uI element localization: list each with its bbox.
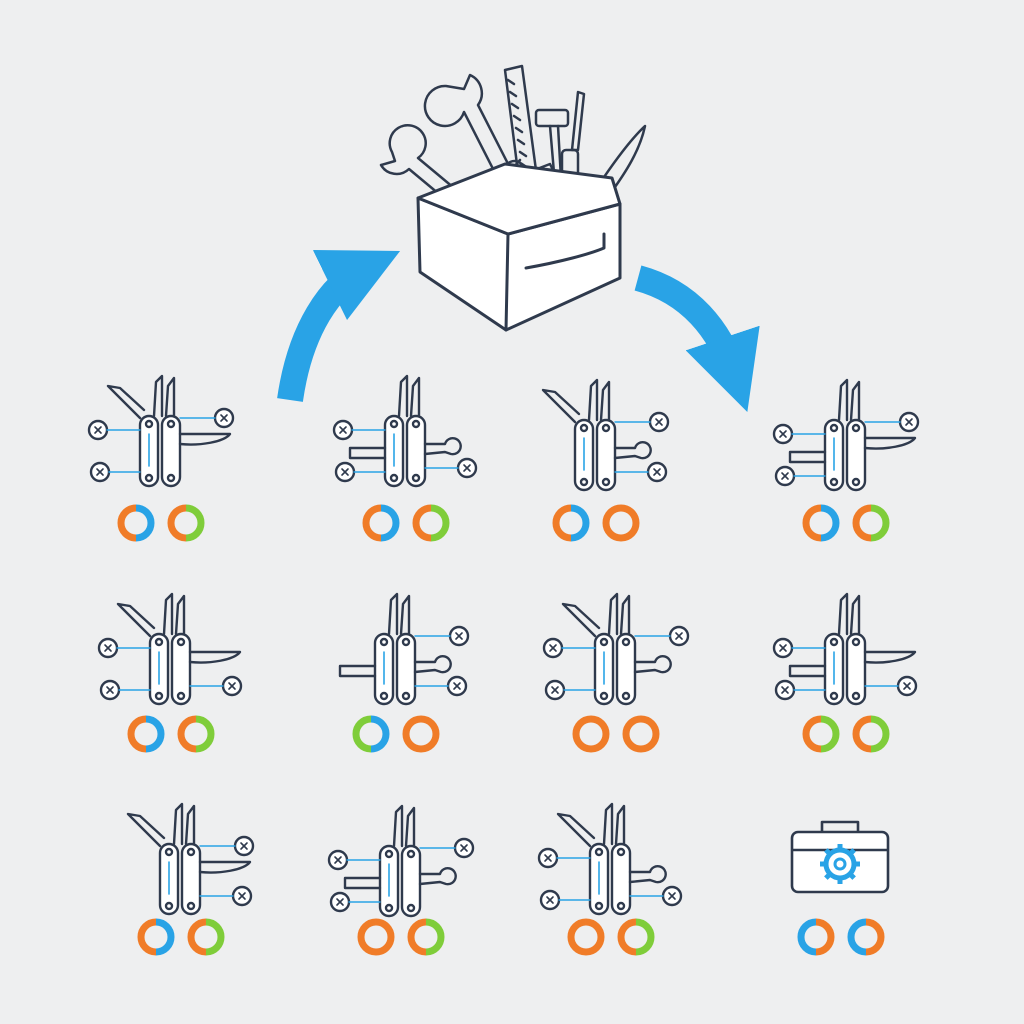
status-ring-segment	[797, 918, 817, 956]
status-ring-segment	[870, 504, 890, 542]
status-ring-segment	[430, 504, 450, 542]
multitool-hammer-knife-icon	[327, 804, 475, 918]
status-ring	[617, 918, 655, 956]
status-ring	[622, 715, 660, 753]
status-ring	[552, 504, 590, 542]
status-ring-segment	[145, 715, 165, 753]
status-ring-segment	[412, 504, 432, 542]
status-ring	[167, 504, 205, 542]
status-ring	[137, 918, 175, 956]
status-ring-segment	[407, 918, 427, 956]
status-ring-segment	[590, 715, 610, 753]
status-ring	[602, 504, 640, 542]
status-ring	[352, 715, 390, 753]
status-ring-segment	[552, 504, 572, 542]
status-ring-segment	[572, 715, 592, 753]
multitool-saw-pliers-icon	[537, 802, 683, 916]
status-ring	[402, 715, 440, 753]
status-ring-segment	[852, 715, 872, 753]
status-ring-segment	[602, 504, 622, 542]
status-ring	[177, 715, 215, 753]
status-ring-segment	[370, 715, 390, 753]
toolbox-gear-icon	[790, 820, 890, 894]
status-ring-segment	[802, 504, 822, 542]
status-ring-segment	[352, 715, 372, 753]
status-ring	[117, 504, 155, 542]
status-ring-segment	[420, 715, 440, 753]
status-ring-segment	[135, 504, 155, 542]
status-ring-segment	[155, 918, 175, 956]
status-ring-segment	[815, 918, 835, 956]
status-ring-segment	[820, 504, 840, 542]
status-ring	[797, 918, 835, 956]
status-ring-segment	[380, 504, 400, 542]
status-ring-segment	[185, 504, 205, 542]
status-ring-segment	[402, 715, 422, 753]
status-ring-segment	[865, 918, 885, 956]
multitool-grid	[87, 374, 920, 956]
status-ring-segment	[852, 504, 872, 542]
status-ring-segment	[620, 504, 640, 542]
status-ring	[187, 918, 225, 956]
multitool-knife-icon	[338, 592, 470, 706]
status-ring-segment	[205, 918, 225, 956]
status-ring	[362, 504, 400, 542]
status-ring-segment	[802, 715, 822, 753]
status-ring-segment	[127, 715, 147, 753]
status-ring	[127, 715, 165, 753]
status-ring	[407, 918, 445, 956]
multitool-blade-icon	[126, 802, 255, 916]
status-ring-segment	[870, 715, 890, 753]
status-ring	[572, 715, 610, 753]
status-ring-segment	[137, 918, 157, 956]
status-ring	[802, 504, 840, 542]
status-ring	[852, 715, 890, 753]
status-ring-segment	[567, 918, 587, 956]
status-ring-segment	[570, 504, 590, 542]
status-ring-segment	[187, 918, 207, 956]
multitool-hammer-icon	[772, 378, 920, 492]
status-ring-segment	[425, 918, 445, 956]
multitool-serrated-blade-icon	[772, 592, 918, 706]
multitool-wrench-icon	[332, 374, 478, 488]
status-ring	[567, 918, 605, 956]
status-ring-segment	[167, 504, 187, 542]
status-ring-segment	[177, 715, 197, 753]
open-toolbox-icon	[379, 64, 647, 332]
status-ring	[852, 504, 890, 542]
status-ring	[357, 918, 395, 956]
status-ring-segment	[585, 918, 605, 956]
status-ring	[802, 715, 840, 753]
status-ring-segment	[117, 504, 137, 542]
status-ring	[847, 918, 885, 956]
status-ring-segment	[820, 715, 840, 753]
curved-arrow-down-icon	[634, 265, 760, 412]
status-ring-segment	[357, 918, 377, 956]
status-ring-segment	[847, 918, 867, 956]
multitool-wirecutter-icon	[97, 592, 243, 706]
status-ring-segment	[640, 715, 660, 753]
status-ring	[412, 504, 450, 542]
multitool-pliers-icon	[87, 374, 235, 488]
curved-arrow-up-icon	[277, 249, 401, 402]
multitool-saw-icon	[541, 378, 670, 492]
status-ring-segment	[195, 715, 215, 753]
status-ring-segment	[617, 918, 637, 956]
status-ring-segment	[362, 504, 382, 542]
status-ring-segment	[635, 918, 655, 956]
status-ring-segment	[375, 918, 395, 956]
multitool-screwdriver-icon	[542, 592, 690, 706]
status-ring-segment	[622, 715, 642, 753]
